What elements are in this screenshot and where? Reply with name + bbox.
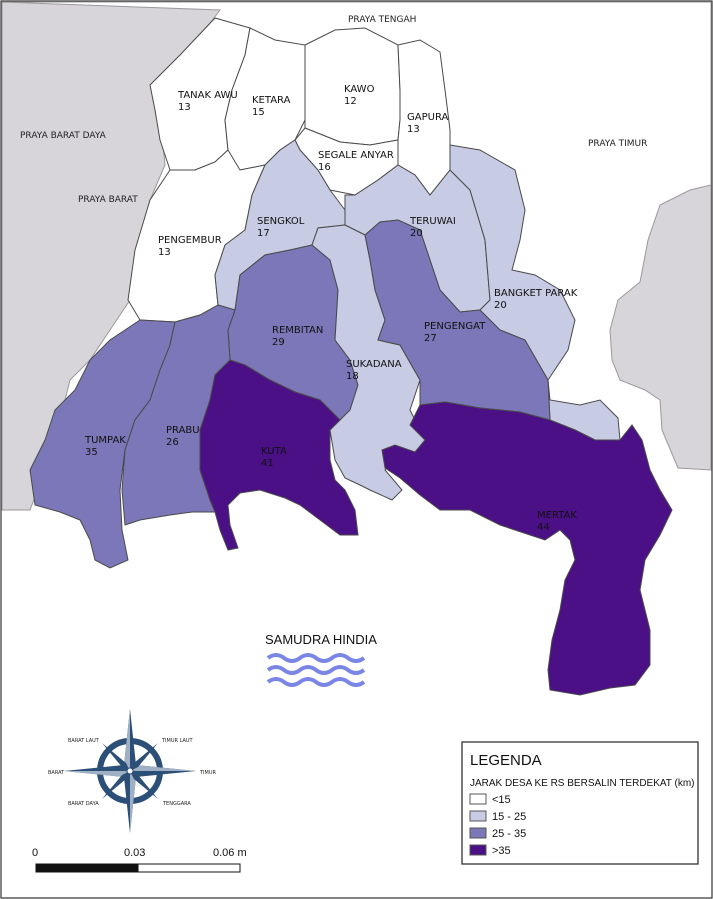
legend-item-label-2: 15 - 25: [492, 811, 526, 823]
village-name-sukadana: SUKADANA: [346, 359, 402, 370]
legend-item-label-3: 25 - 35: [492, 828, 526, 840]
village-value-kuta: 41: [261, 458, 274, 469]
scale-label-2: 0.06 m: [213, 847, 247, 859]
village-value-mertak: 44: [537, 522, 550, 533]
legend: LEGENDA JARAK DESA KE RS BERSALIN TERDEK…: [461, 741, 699, 865]
village-name-tumpak: TUMPAK: [84, 435, 126, 446]
scale-label-1: 0.03: [124, 847, 145, 859]
legend-item-label-1: <15: [492, 794, 511, 806]
region-label-praya-tengah: PRAYA TENGAH: [348, 15, 416, 25]
region-label-praya-barat-daya: PRAYA BARAT DAYA: [20, 131, 107, 141]
legend-swatch-3: [469, 827, 487, 839]
legend-swatch-2: [469, 810, 487, 822]
village-name-gapura: GAPURA: [407, 112, 448, 123]
village-bangket-parak: [449, 144, 621, 441]
scale-bar: 0 0.03 0.06 m: [32, 847, 247, 873]
village-value-bangket-parak: 20: [494, 300, 507, 311]
village-value-segale-anyar: 16: [318, 162, 331, 173]
legend-box: [461, 741, 699, 865]
village-value-prabu: 26: [166, 437, 179, 448]
region-label-praya-barat: PRAYA BARAT: [78, 195, 138, 205]
village-value-pengengat: 27: [424, 333, 437, 344]
village-value-sengkol: 17: [257, 228, 270, 239]
village-name-segale-anyar: SEGALE ANYAR: [318, 150, 394, 161]
village-value-tumpak: 35: [85, 447, 98, 458]
compass-label-sw: BARAT DAYA: [68, 801, 99, 807]
village-name-sengkol: SENGKOL: [257, 216, 305, 227]
legend-swatch-4: [469, 844, 487, 856]
legend-title: LEGENDA: [470, 752, 542, 769]
village-name-teruwai: TERUWAI: [409, 216, 456, 227]
village-value-sukadana: 18: [346, 371, 359, 382]
village-name-pengembur: PENGEMBUR: [158, 235, 222, 246]
village-mertak: [381, 401, 673, 696]
compass-rose-icon: [64, 709, 196, 833]
compass-label-se: TENGGARA: [162, 801, 191, 807]
village-value-gapura: 13: [407, 124, 420, 135]
sea-waves-icon: [266, 653, 366, 687]
region-label-praya-timur: PRAYA TIMUR: [588, 139, 647, 149]
legend-item-label-4: >35: [492, 845, 511, 857]
village-name-pengengat: PENGENGAT: [424, 321, 486, 332]
legend-subtitle: JARAK DESA KE RS BERSALIN TERDEKAT (km): [470, 778, 695, 789]
village-name-mertak: MERTAK: [537, 510, 577, 521]
village-name-tanak-awu: TANAK AWU: [177, 90, 238, 101]
village-value-teruwai: 20: [410, 228, 423, 239]
village-value-ketara: 15: [252, 107, 265, 118]
village-kuta: [199, 359, 359, 551]
village-name-bangket-parak: BANGKET PARAK: [494, 288, 578, 299]
village-name-prabu: PRABU: [166, 425, 200, 436]
scale-label-0: 0: [32, 847, 38, 859]
village-value-pengembur: 13: [158, 247, 171, 258]
sea-label: SAMUDRA HINDIA: [265, 632, 377, 647]
compass-label-ne: TIMUR LAUT: [161, 738, 194, 744]
village-value-kawo: 12: [344, 96, 357, 107]
village-name-rembitan: REMBITAN: [272, 325, 323, 336]
legend-swatch-1: [469, 793, 487, 805]
village-name-kawo: KAWO: [344, 84, 375, 95]
village-name-ketara: KETARA: [252, 95, 291, 106]
compass-label-w: BARAT: [48, 770, 65, 776]
compass-label-nw: BARAT LAUT: [68, 738, 100, 744]
village-name-kuta: KUTA: [261, 446, 287, 457]
village-value-rembitan: 29: [272, 337, 285, 348]
compass-label-e: TIMUR: [199, 770, 217, 776]
village-value-tanak-awu: 13: [178, 102, 191, 113]
